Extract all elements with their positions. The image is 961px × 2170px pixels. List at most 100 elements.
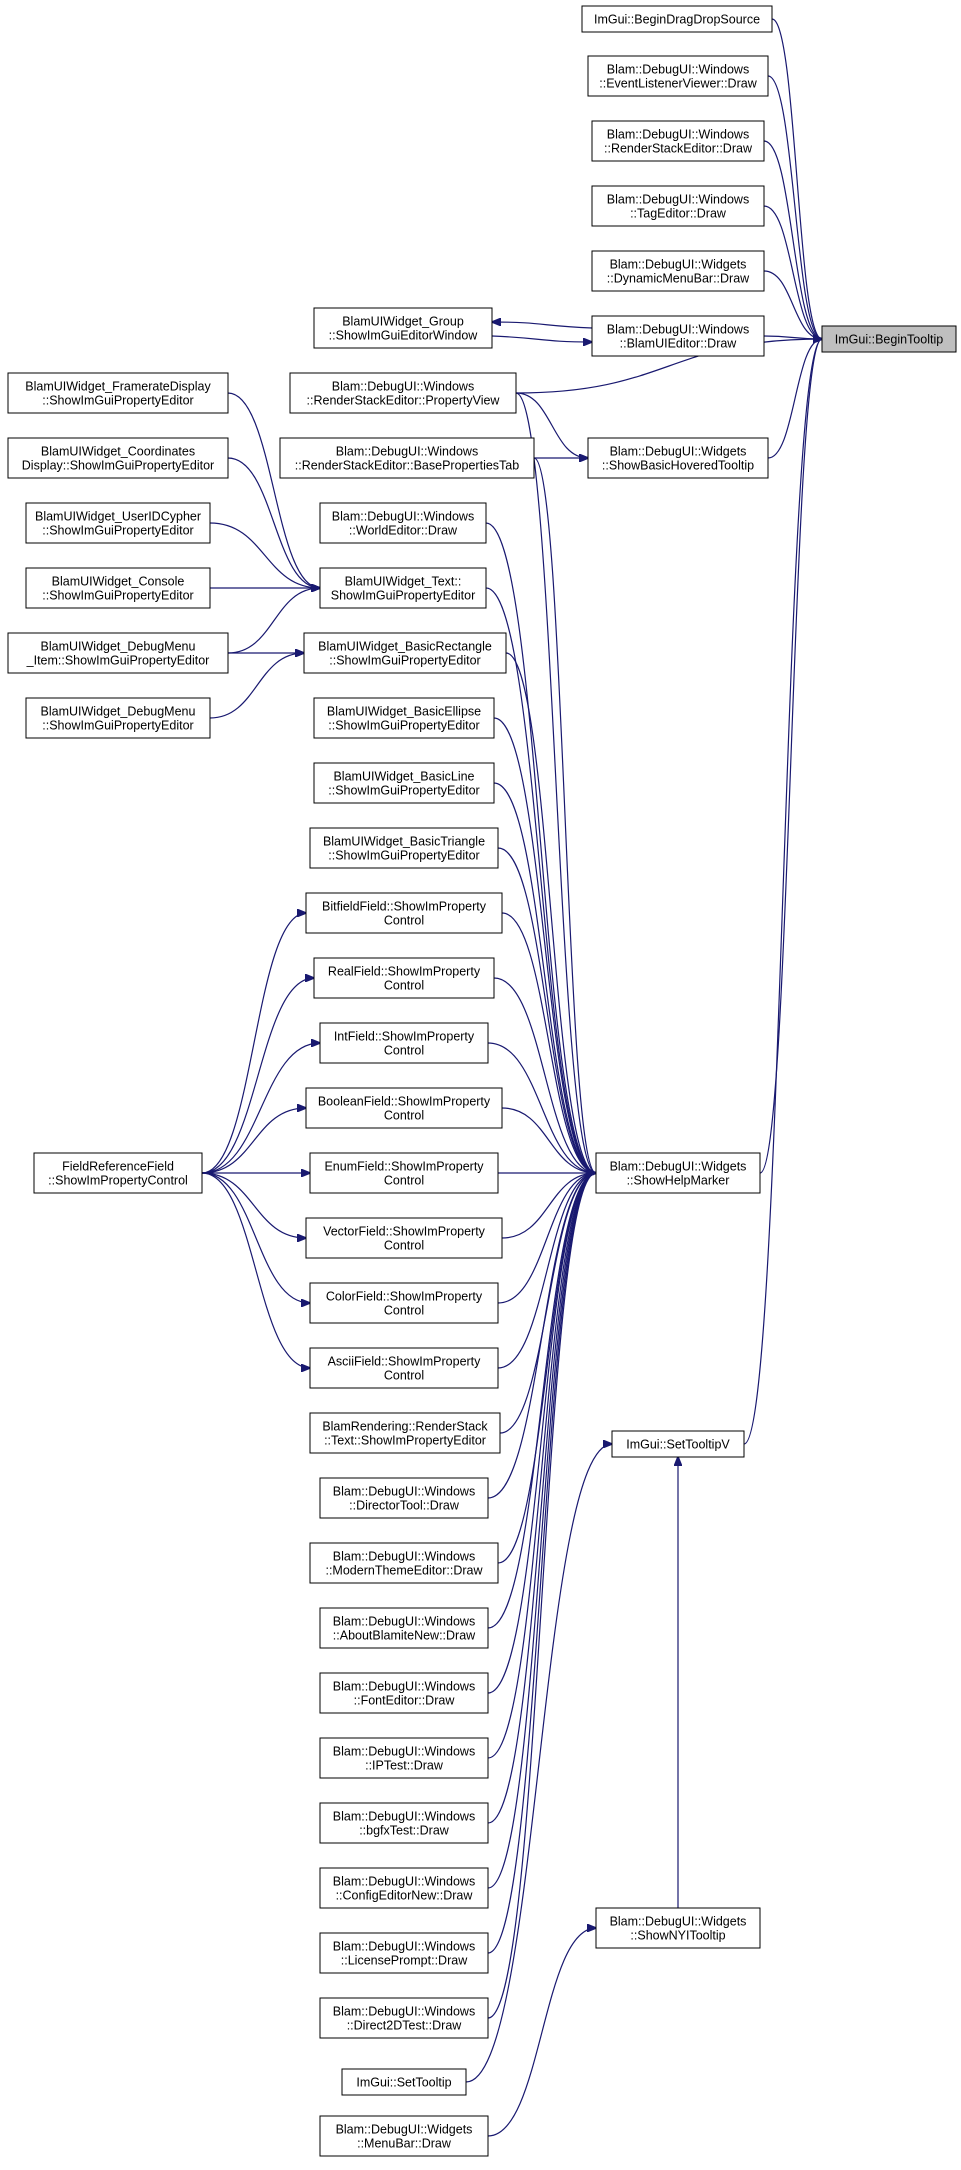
node-label: FieldReferenceField	[62, 1160, 174, 1174]
graph-node-grp[interactable]: BlamUIWidget_Group::ShowImGuiEditorWindo…	[313, 307, 493, 349]
node-box	[821, 325, 957, 353]
node-box	[319, 567, 487, 609]
node-label: ::MenuBar::Draw	[357, 2137, 452, 2151]
graph-node-colf[interactable]: ColorField::ShowImPropertyControl	[309, 1282, 499, 1324]
node-label: ::ShowImGuiPropertyEditor	[42, 524, 193, 538]
node-box	[313, 307, 493, 349]
graph-node-stv[interactable]: ImGui::SetTooltipV	[611, 1430, 745, 1458]
graph-node-co[interactable]: BlamUIWidget_CoordinatesDisplay::ShowImG…	[7, 437, 229, 479]
node-label: RealField::ShowImProperty	[328, 965, 481, 979]
graph-node-lp[interactable]: Blam::DebugUI::Windows::LicensePrompt::D…	[319, 1932, 489, 1974]
node-box	[319, 1477, 489, 1519]
node-label: ::ShowImGuiPropertyEditor	[329, 654, 480, 668]
node-label: Blam::DebugUI::Windows	[607, 193, 749, 207]
graph-node-rst[interactable]: BlamRendering::RenderStack::Text::ShowIm…	[309, 1412, 501, 1454]
graph-node-shm[interactable]: Blam::DebugUI::Widgets::ShowHelpMarker	[595, 1152, 761, 1194]
node-label: BlamUIWidget_Console	[52, 575, 185, 589]
edge-colf-to-shm	[497, 1173, 596, 1304]
graph-node-bpt[interactable]: Blam::DebugUI::Windows::RenderStackEdito…	[279, 437, 535, 479]
graph-node-ascf[interactable]: AsciiField::ShowImPropertyControl	[309, 1347, 499, 1389]
edge-mte-to-shm	[497, 1173, 596, 1564]
graph-node-bline[interactable]: BlamUIWidget_BasicLine::ShowImGuiPropert…	[313, 762, 495, 804]
node-label: BlamUIWidget_Text::	[345, 575, 462, 589]
graph-node-uid[interactable]: BlamUIWidget_UserIDCypher::ShowImGuiProp…	[25, 502, 211, 544]
node-label: ShowImGuiPropertyEditor	[331, 589, 476, 603]
graph-node-intf[interactable]: IntField::ShowImPropertyControl	[319, 1022, 489, 1064]
graph-node-dt[interactable]: Blam::DebugUI::Windows::DirectorTool::Dr…	[319, 1477, 489, 1519]
edge-bpt-to-shm	[533, 457, 596, 1173]
node-box	[341, 2068, 467, 2096]
edge-frf-to-vecf	[201, 1172, 306, 1238]
graph-node-frf[interactable]: FieldReferenceField::ShowImPropertyContr…	[33, 1152, 203, 1194]
graph-node-bue[interactable]: Blam::DebugUI::Windows::BlamUIEditor::Dr…	[591, 315, 765, 357]
graph-node-d2d[interactable]: Blam::DebugUI::Windows::Direct2DTest::Dr…	[319, 1997, 489, 2039]
graph-node-btri[interactable]: BlamUIWidget_BasicTriangle::ShowImGuiPro…	[309, 827, 499, 869]
edge-frf-to-bitf	[201, 913, 306, 1174]
graph-node-con[interactable]: BlamUIWidget_Console::ShowImGuiPropertyE…	[25, 567, 211, 609]
node-label: Blam::DebugUI::Windows	[333, 1615, 475, 1629]
graph-node-enumf[interactable]: EnumField::ShowImPropertyControl	[309, 1152, 499, 1194]
edge-grp-to-bue	[491, 335, 592, 342]
node-label: ::ShowHelpMarker	[627, 1174, 730, 1188]
node-label: Blam::DebugUI::Windows	[333, 1745, 475, 1759]
graph-node-bell[interactable]: BlamUIWidget_BasicEllipse::ShowImGuiProp…	[313, 697, 495, 739]
node-label: Control	[384, 1044, 424, 1058]
node-label: ImGui::BeginTooltip	[835, 333, 943, 347]
graph-node-dmi[interactable]: BlamUIWidget_DebugMenu_Item::ShowImGuiPr…	[7, 632, 229, 674]
node-label: Control	[384, 1369, 424, 1383]
graph-node-txt[interactable]: BlamUIWidget_Text::ShowImGuiPropertyEdit…	[319, 567, 487, 609]
graph-node-fr[interactable]: BlamUIWidget_FramerateDisplay::ShowImGui…	[7, 372, 229, 414]
graph-node-brect[interactable]: BlamUIWidget_BasicRectangle::ShowImGuiPr…	[303, 632, 507, 674]
node-box	[309, 1347, 499, 1389]
graph-node-rse[interactable]: Blam::DebugUI::Windows::RenderStackEdito…	[591, 120, 765, 162]
graph-node-bitf[interactable]: BitfieldField::ShowImPropertyControl	[305, 892, 503, 934]
node-box	[319, 502, 487, 544]
node-label: Blam::DebugUI::Windows	[333, 1940, 475, 1954]
graph-node-snyi[interactable]: Blam::DebugUI::Widgets::ShowNYITooltip	[595, 1907, 761, 1949]
node-box	[591, 120, 765, 162]
node-label: ::Direct2DTest::Draw	[347, 2019, 463, 2033]
graph-node-dmb[interactable]: Blam::DebugUI::Widgets::DynamicMenuBar::…	[591, 250, 765, 292]
node-label: AsciiField::ShowImProperty	[328, 1355, 482, 1369]
edge-frf-to-realf	[201, 978, 314, 1174]
graph-node-mte[interactable]: Blam::DebugUI::Windows::ModernThemeEdito…	[309, 1542, 499, 1584]
edge-cen-to-shm	[487, 1173, 596, 1889]
node-box	[319, 2115, 489, 2157]
edge-d2d-to-shm	[487, 1173, 596, 2019]
graph-node-bgfx[interactable]: Blam::DebugUI::Windows::bgfxTest::Draw	[319, 1802, 489, 1844]
node-box	[313, 697, 495, 739]
edge-brect-to-shm	[505, 652, 596, 1173]
node-box	[319, 1867, 489, 1909]
node-box	[319, 1802, 489, 1844]
graph-node-boolf[interactable]: BooleanField::ShowImPropertyControl	[305, 1087, 503, 1129]
graph-node-bt[interactable]: ImGui::BeginTooltip	[821, 325, 957, 353]
edge-txt-to-shm	[485, 587, 596, 1173]
graph-node-st[interactable]: ImGui::SetTooltip	[341, 2068, 467, 2096]
graph-node-we[interactable]: Blam::DebugUI::Windows::WorldEditor::Dra…	[319, 502, 487, 544]
node-label: Blam::DebugUI::Widgets	[610, 258, 747, 272]
node-box	[305, 1087, 503, 1129]
graph-node-fe[interactable]: Blam::DebugUI::Windows::FontEditor::Draw	[319, 1672, 489, 1714]
graph-node-realf[interactable]: RealField::ShowImPropertyControl	[313, 957, 495, 999]
node-label: BlamUIWidget_BasicTriangle	[323, 835, 485, 849]
graph-node-pv[interactable]: Blam::DebugUI::Windows::RenderStackEdito…	[289, 372, 517, 414]
graph-node-elv[interactable]: Blam::DebugUI::Windows::EventListenerVie…	[587, 55, 769, 97]
node-label: ::EventListenerViewer::Draw	[599, 77, 757, 91]
node-label: _Item::ShowImGuiPropertyEditor	[26, 654, 210, 668]
graph-node-bdds[interactable]: ImGui::BeginDragDropSource	[581, 5, 773, 33]
node-label: ::RenderStackEditor::Draw	[604, 142, 753, 156]
node-box	[25, 502, 211, 544]
node-label: ::LicensePrompt::Draw	[341, 1954, 468, 1968]
graph-node-sbht[interactable]: Blam::DebugUI::Widgets::ShowBasicHovered…	[587, 437, 769, 479]
edge-uid-to-txt	[209, 522, 320, 588]
graph-node-mb[interactable]: Blam::DebugUI::Widgets::MenuBar::Draw	[319, 2115, 489, 2157]
graph-node-ipt[interactable]: Blam::DebugUI::Windows::IPTest::Draw	[319, 1737, 489, 1779]
graph-node-dm[interactable]: BlamUIWidget_DebugMenu::ShowImGuiPropert…	[25, 697, 211, 739]
graph-node-cen[interactable]: Blam::DebugUI::Windows::ConfigEditorNew:…	[319, 1867, 489, 1909]
edge-bline-to-shm	[493, 782, 596, 1173]
graph-node-vecf[interactable]: VectorField::ShowImPropertyControl	[305, 1217, 503, 1259]
node-box	[319, 1932, 489, 1974]
graph-node-abn[interactable]: Blam::DebugUI::Windows::AboutBlamiteNew:…	[319, 1607, 489, 1649]
graph-node-te[interactable]: Blam::DebugUI::Windows::TagEditor::Draw	[591, 185, 765, 227]
